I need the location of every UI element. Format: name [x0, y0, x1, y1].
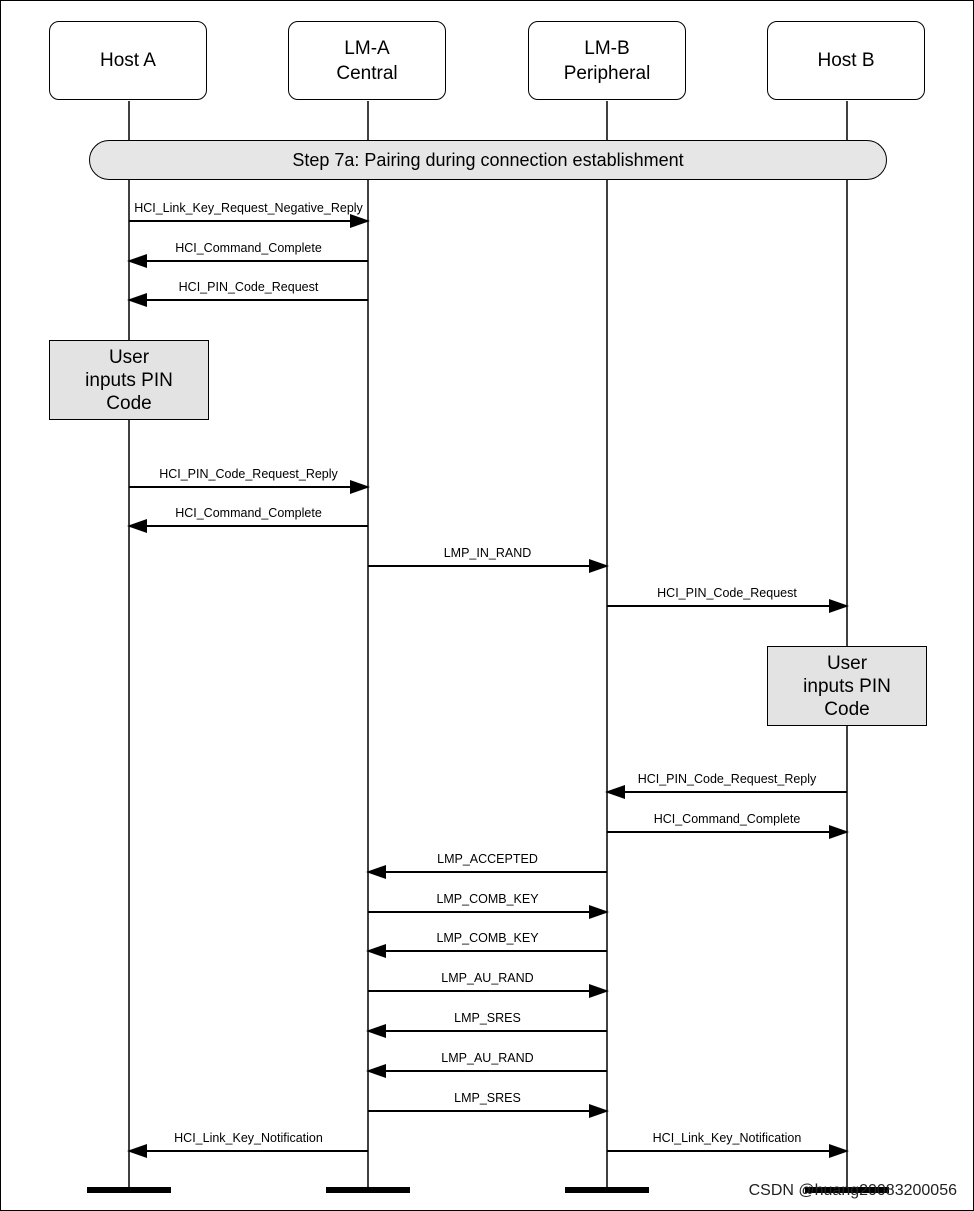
message-label-3: HCI_PIN_Code_Request_Reply: [159, 467, 338, 481]
participant-host-a: Host A: [49, 21, 207, 100]
message-label-12: LMP_AU_RAND: [441, 971, 534, 985]
message-label-7: HCI_PIN_Code_Request_Reply: [637, 772, 817, 786]
message-label-2: HCI_PIN_Code_Request: [178, 280, 319, 294]
note-host-b-user-inputs-pin: User inputs PIN Code: [767, 646, 927, 726]
message-label-10: LMP_COMB_KEY: [436, 892, 539, 906]
message-label-6: HCI_PIN_Code_Request: [657, 586, 797, 600]
step-banner: Step 7a: Pairing during connection estab…: [89, 140, 887, 180]
participant-lm-a-central: LM-A Central: [288, 21, 446, 100]
message-label-4: HCI_Command_Complete: [175, 506, 322, 520]
participant-lm-b-peripheral: LM-B Peripheral: [528, 21, 686, 100]
message-label-15: LMP_SRES: [454, 1091, 521, 1105]
note-host-a-user-inputs-pin: User inputs PIN Code: [49, 340, 209, 420]
message-label-0: HCI_Link_Key_Request_Negative_Reply: [134, 201, 363, 215]
message-label-17: HCI_Link_Key_Notification: [652, 1131, 802, 1145]
message-label-11: LMP_COMB_KEY: [436, 931, 539, 945]
message-label-13: LMP_SRES: [454, 1011, 521, 1025]
watermark: CSDN @huang20083200056: [748, 1182, 957, 1199]
message-label-16: HCI_Link_Key_Notification: [174, 1131, 323, 1145]
message-label-1: HCI_Command_Complete: [175, 241, 322, 255]
message-label-14: LMP_AU_RAND: [441, 1051, 534, 1065]
message-label-9: LMP_ACCEPTED: [437, 852, 538, 866]
message-label-5: LMP_IN_RAND: [443, 546, 532, 560]
message-label-8: HCI_Command_Complete: [653, 812, 801, 826]
participant-host-b: Host B: [767, 21, 925, 100]
